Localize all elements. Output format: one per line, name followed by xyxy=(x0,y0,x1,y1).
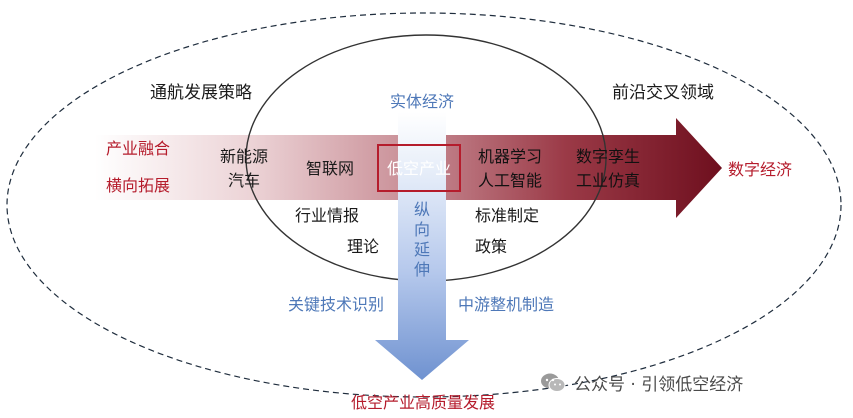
strategy-label: 通航发展策略 xyxy=(150,83,252,103)
vertical-char-4: 伸 xyxy=(414,260,430,279)
goal-label: 低空产业高质量发展 xyxy=(351,393,495,412)
vertical-char-3: 延 xyxy=(414,240,430,259)
frontier-label: 前沿交叉领域 xyxy=(612,83,714,103)
key-tech-label: 关键技术识别 xyxy=(288,295,384,314)
dt-label-line1: 数字孪生 xyxy=(576,147,640,166)
vertical-char-2: 向 xyxy=(414,220,430,239)
horizontal-expansion-label: 横向拓展 xyxy=(106,176,170,195)
ml-label-line2: 人工智能 xyxy=(478,171,542,190)
digital-economy-label: 数字经济 xyxy=(728,160,792,179)
outer-dashed-ellipse xyxy=(6,12,842,398)
theory-label: 理论 xyxy=(347,237,379,256)
policy-label: 政策 xyxy=(475,237,507,256)
dt-label-line2: 工业仿真 xyxy=(576,171,640,190)
industry-intel-label: 行业情报 xyxy=(295,206,359,225)
vertical-arrow xyxy=(375,112,469,380)
midstream-label: 中游整机制造 xyxy=(458,295,554,314)
watermark: 公众号 · 引领低空经济 xyxy=(540,370,743,395)
vertical-char-1: 纵 xyxy=(414,200,430,219)
industry-fusion-label: 产业融合 xyxy=(106,139,170,158)
standards-label: 标准制定 xyxy=(475,206,539,225)
nev-label-line1: 新能源 xyxy=(220,147,268,166)
ml-label-line1: 机器学习 xyxy=(478,147,542,166)
nev-label-line2: 汽车 xyxy=(228,171,260,190)
watermark-text: 公众号 · 引领低空经济 xyxy=(574,375,744,395)
wechat-icon xyxy=(541,373,566,392)
core-label: 低空产业 xyxy=(387,159,451,178)
iov-label: 智联网 xyxy=(306,159,354,178)
core-box xyxy=(377,144,461,192)
real-economy-label: 实体经济 xyxy=(390,92,454,111)
